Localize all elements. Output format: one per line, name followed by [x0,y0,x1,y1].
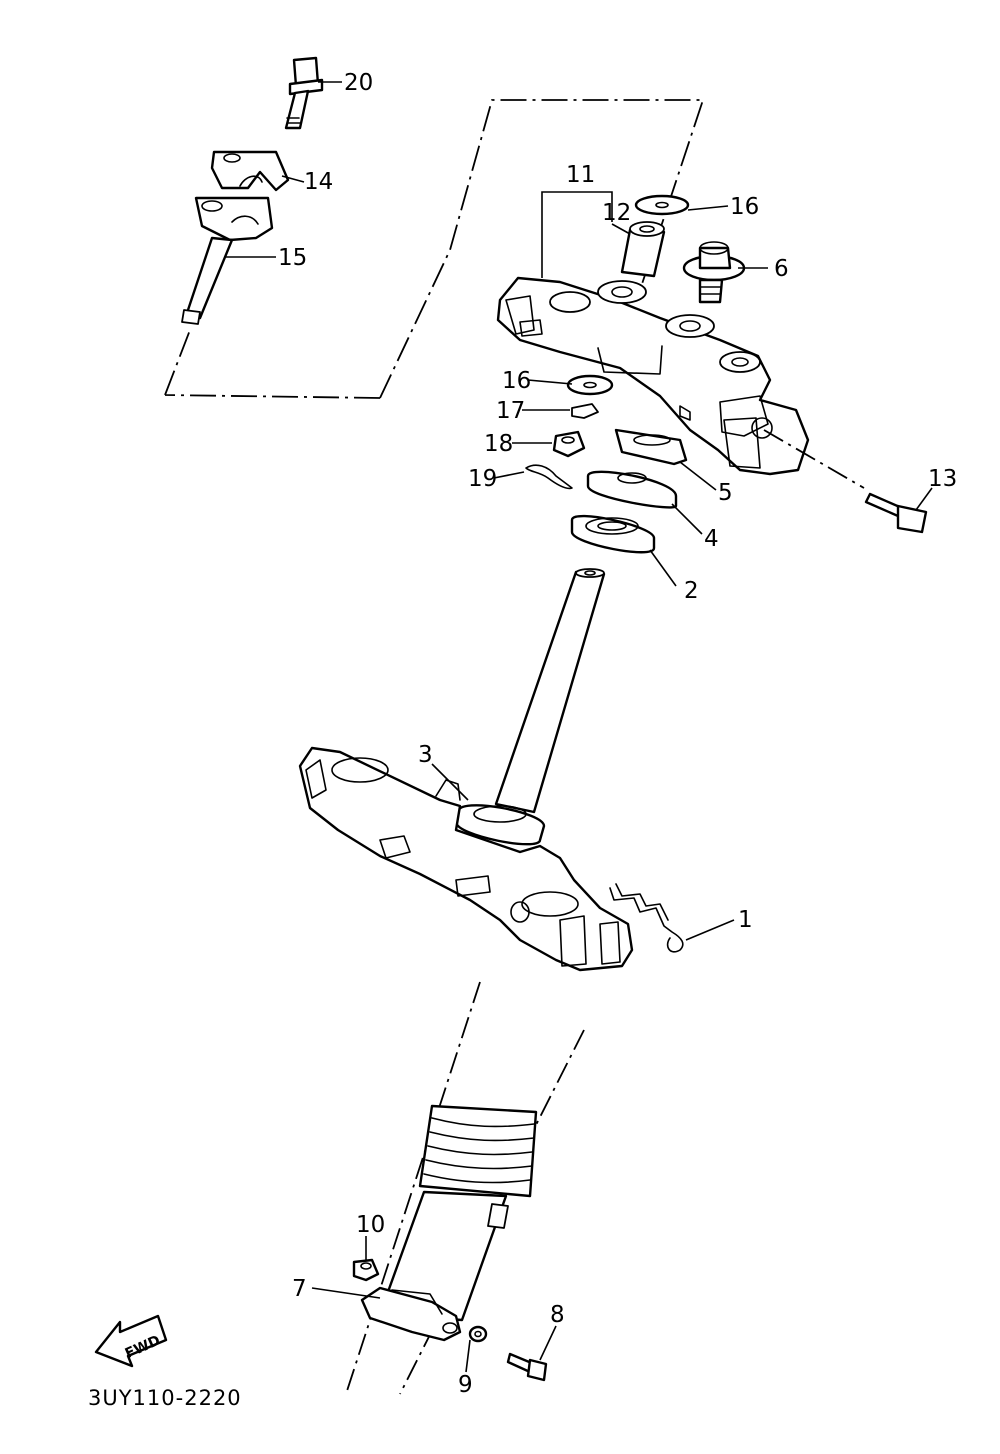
fork-centerline-left [345,981,481,1395]
part-4-washer-plate [586,470,678,509]
callout-14: 14 [304,169,333,195]
part-2-bearing-upper [570,514,656,554]
callout-17: 17 [496,398,525,424]
part-19-cotter-pin [525,464,573,490]
callout-16-top: 16 [730,194,759,220]
part-20-bolt [284,56,324,130]
part-16-washer-mid [566,374,614,396]
part-12-collar [620,221,666,278]
callout-7: 7 [292,1276,307,1302]
part-8-bolt [506,1352,548,1382]
callout-13: 13 [928,466,957,492]
part-9-washer [468,1325,488,1343]
callout-3: 3 [418,742,433,768]
part-1-hose-guide [609,883,684,953]
callout-4: 4 [704,526,719,552]
callout-18: 18 [484,431,513,457]
part-14-holder-cap [210,150,290,192]
leader-lines [224,81,933,1373]
callout-19: 19 [468,466,497,492]
part-11-upper-bracket [496,276,810,476]
part-15-handlebar-holder [181,196,274,325]
part-18-nut [552,430,586,458]
lower-bracket [298,746,634,972]
callout-1: 1 [738,907,753,933]
callout-5: 5 [718,480,733,506]
part-7-cable-clamp [360,1286,462,1342]
part-3-bearing-lower [454,804,546,846]
part-5-ring-nut [614,428,688,466]
part-6-nut [682,241,746,304]
callout-16-mid: 16 [502,368,531,394]
steering-stem-shaft [494,568,606,814]
forward-direction-arrow: FWD [94,1314,168,1368]
subassembly-enclosure [164,99,705,399]
callout-20: 20 [344,70,373,96]
part-17-clip [571,403,599,419]
callout-2: 2 [684,578,699,604]
diagram-code: 3UY110-2220 [88,1386,242,1410]
front-fork [378,1104,538,1322]
callout-11: 11 [566,162,595,188]
callout-12: 12 [602,200,631,226]
callout-15: 15 [278,245,307,271]
callout-10: 10 [356,1212,385,1238]
callout-6: 6 [774,256,789,282]
callout-8: 8 [550,1302,565,1328]
callout-9: 9 [458,1372,473,1398]
part-16-washer-top [634,194,690,216]
part-11-bracket [541,191,613,278]
part-10-nut [352,1258,380,1282]
